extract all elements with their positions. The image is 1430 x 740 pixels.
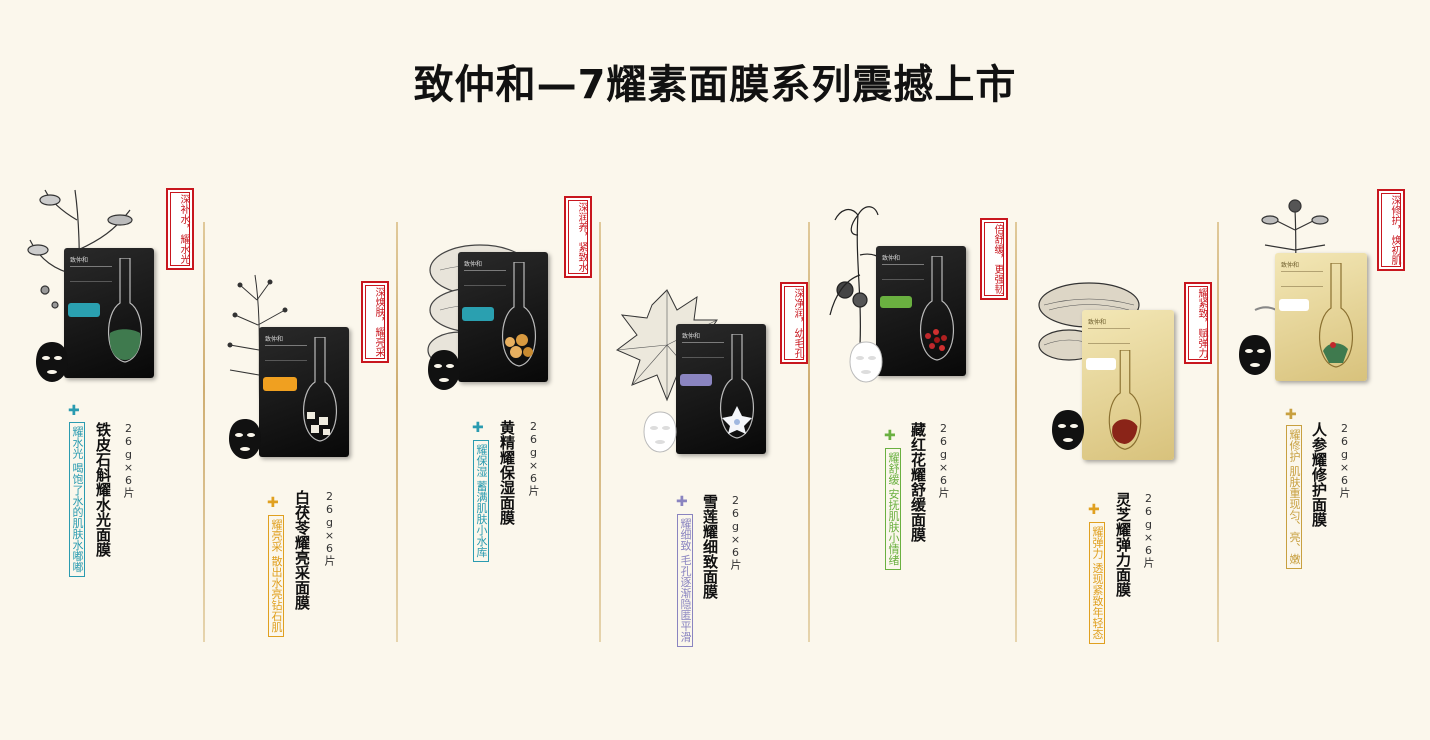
mask-package: 致仲和 <box>1082 310 1174 460</box>
benefit-tag: 耀舒缓 安抚肌肤小情绪 <box>885 448 901 570</box>
product-name: 黄精耀保湿面膜 <box>498 420 516 525</box>
mask-package: 致仲和 <box>259 327 349 457</box>
product-name: 灵芝耀弹力面膜 <box>1114 492 1132 597</box>
product-spec: 26g×6片 <box>937 422 950 498</box>
product-name: 白茯苓耀亮采面膜 <box>293 490 311 610</box>
mask-package: 致仲和 <box>1275 253 1367 381</box>
divider <box>203 222 205 642</box>
divider <box>1217 222 1219 642</box>
face-mask-icon <box>1239 335 1271 375</box>
divider <box>808 222 810 642</box>
divider <box>599 222 601 642</box>
benefit-tag: 耀水光 喝饱了水的肌肤水嘟嘟 <box>69 422 85 577</box>
mask-package: 致仲和 <box>676 324 766 454</box>
product-card[interactable]: 耀紧致，赋弹力 致仲和 ✚ 耀弹力 透现紧致年轻态 灵芝耀弹力面膜 26g×6片 <box>1024 270 1234 730</box>
product-spec: 26g×6片 <box>527 420 540 496</box>
feature-stamp: 深补水，耀水光 <box>166 188 194 270</box>
mask-package: 致仲和 <box>876 246 966 376</box>
product-spec: 26g×6片 <box>729 494 742 570</box>
benefit-tag: 耀亮采 散出水亮钻石肌 <box>268 515 284 637</box>
product-card[interactable]: 深修护，焕初肌 致仲和 ✚ 耀修护 肌肤重现匀、亮、嫩 人参耀修护面膜 26g×… <box>1225 185 1430 645</box>
product-name: 藏红花耀舒缓面膜 <box>909 422 927 542</box>
mask-package: 致仲和 <box>458 252 548 382</box>
product-card[interactable]: 深润养，紧致水 致仲和 ✚ 耀保湿 蓄满肌肤小水库 黄精耀保湿面膜 26g×6片 <box>410 190 620 650</box>
benefit-tag: 耀弹力 透现紧致年轻态 <box>1089 522 1105 644</box>
product-name: 雪莲耀细致面膜 <box>701 494 719 599</box>
product-name: 铁皮石斛耀水光面膜 <box>94 422 112 557</box>
product-card[interactable]: 深净润，幼毛孔 致仲和 ✚ 耀细致 毛孔逐渐隐匿平滑 雪莲耀细致面膜 26g×6… <box>612 280 822 740</box>
divider <box>1015 222 1017 642</box>
plus-icon: ✚ <box>472 420 484 436</box>
face-mask-icon <box>849 341 883 383</box>
feature-stamp: 深修护，焕初肌 <box>1377 189 1405 271</box>
face-mask-icon <box>428 350 460 390</box>
product-spec: 26g×6片 <box>1338 422 1351 498</box>
page-title: 致仲和—7耀素面膜系列震撼上市 <box>413 62 1017 108</box>
benefit-tag: 耀修护 肌肤重现匀、亮、嫩 <box>1286 425 1302 569</box>
feature-stamp: 耀紧致，赋弹力 <box>1184 282 1212 364</box>
product-card[interactable]: 深补水，耀水光 致仲和 ✚ 耀水光 喝饱了水的肌肤水嘟嘟 铁皮石斛耀水光面膜 2… <box>20 180 230 640</box>
product-card[interactable]: 倍舒缓，更强韧 致仲和 ✚ 耀舒缓 安抚肌肤小情绪 藏红花耀舒缓面膜 26g×6… <box>820 190 1030 650</box>
product-spec: 26g×6片 <box>1142 492 1155 568</box>
plus-icon: ✚ <box>1285 407 1297 423</box>
face-mask-icon <box>36 342 68 382</box>
plus-icon: ✚ <box>68 403 80 419</box>
benefit-tag: 耀细致 毛孔逐渐隐匿平滑 <box>677 514 693 647</box>
product-spec: 26g×6片 <box>323 490 336 566</box>
divider <box>396 222 398 642</box>
face-mask-icon <box>643 411 677 453</box>
plus-icon: ✚ <box>1088 502 1100 518</box>
plus-icon: ✚ <box>267 495 279 511</box>
product-card[interactable]: 深焕肤，耀亮采 致仲和 ✚ 耀亮采 散出水亮钻石肌 白茯苓耀亮采面膜 26g×6… <box>205 265 415 725</box>
face-mask-icon <box>1052 410 1084 450</box>
plus-icon: ✚ <box>884 428 896 444</box>
mask-package: 致仲和 <box>64 248 154 378</box>
face-mask-icon <box>229 419 261 459</box>
benefit-tag: 耀保湿 蓄满肌肤小水库 <box>473 440 489 562</box>
product-name: 人参耀修护面膜 <box>1310 422 1328 527</box>
feature-stamp: 深净润，幼毛孔 <box>780 282 808 364</box>
feature-stamp: 深焕肤，耀亮采 <box>361 281 389 363</box>
feature-stamp: 倍舒缓，更强韧 <box>980 218 1008 300</box>
feature-stamp: 深润养，紧致水 <box>564 196 592 278</box>
product-spec: 26g×6片 <box>122 422 135 498</box>
plus-icon: ✚ <box>676 494 688 510</box>
